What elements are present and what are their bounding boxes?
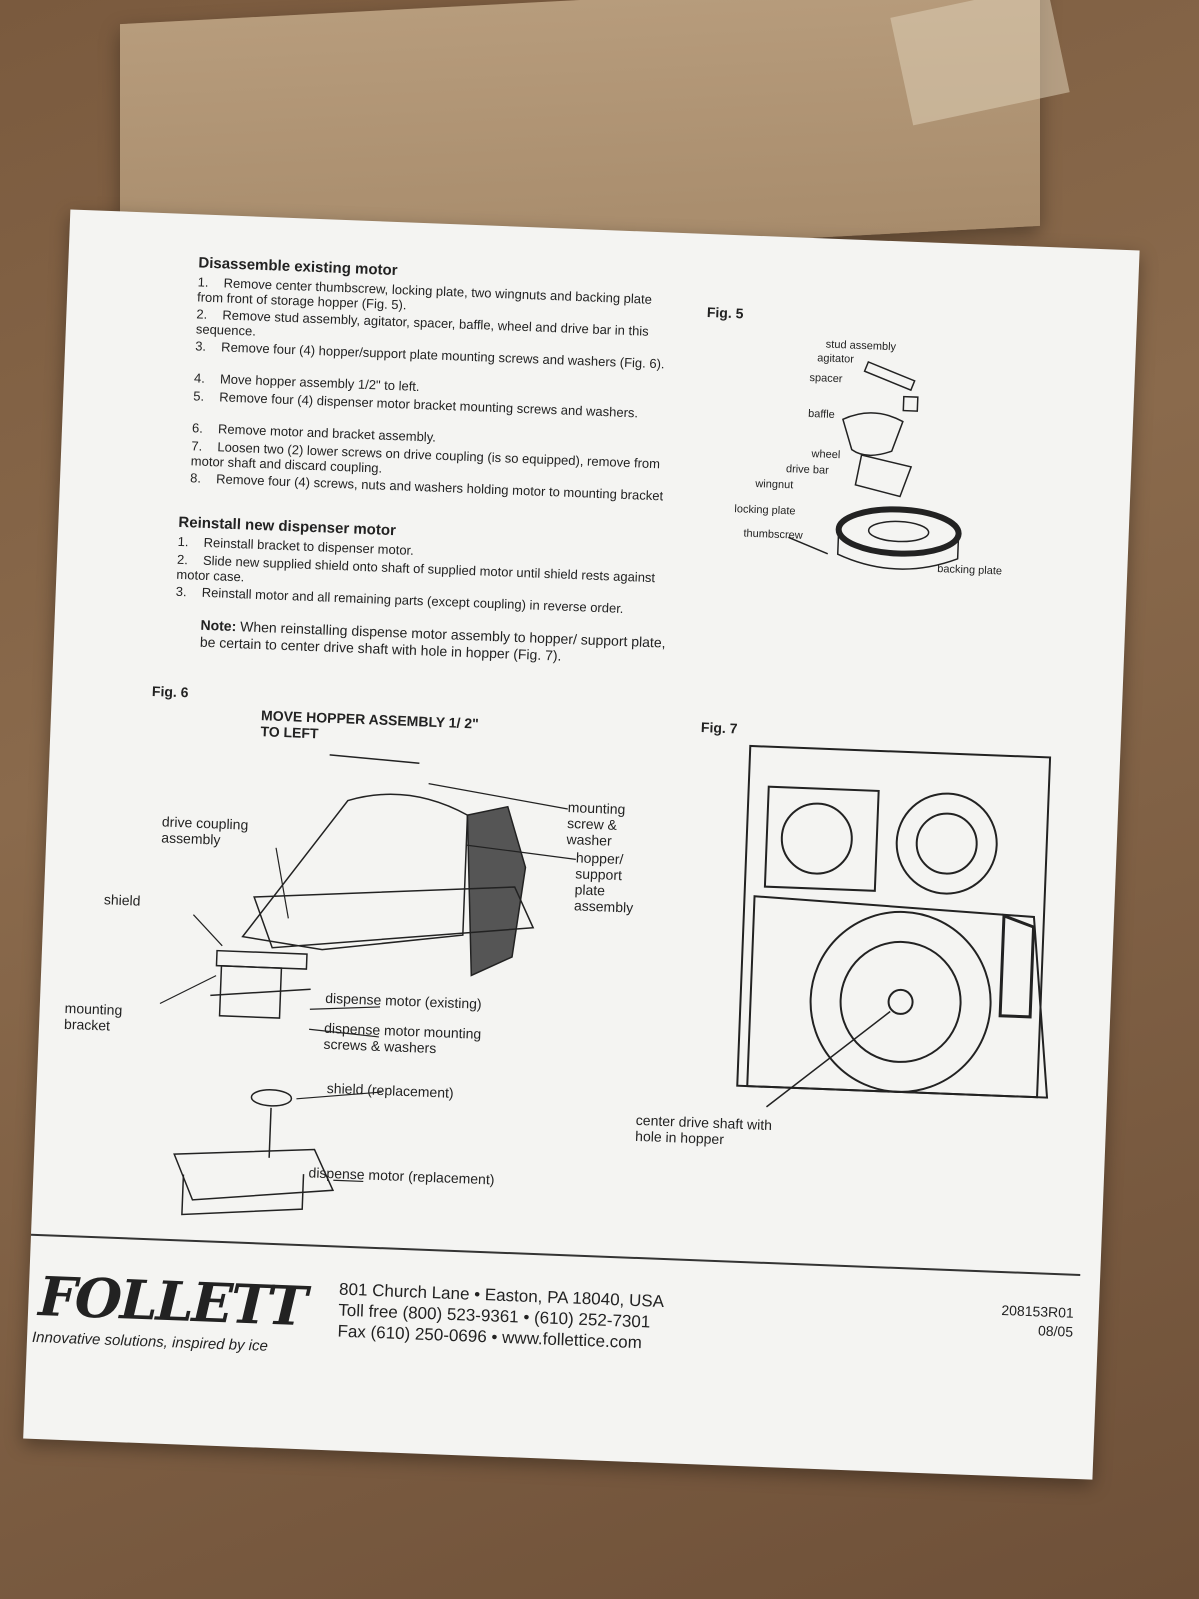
follett-logo: FOLLETT [37,1264,307,1339]
fig5-callout: backing plate [937,563,1003,578]
company-address: 801 Church Lane • Easton, PA 18040, USA … [337,1279,665,1353]
fig6-callout-drive-coupling: drive coupling assembly [161,813,249,848]
fig6-callout-shield: shield [103,891,141,909]
fig5-callout: spacer [809,371,843,386]
fig7-diagram: center drive shaft with hole in hopper [70,209,1139,1147]
fig6-label: Fig. 6 [151,682,189,701]
instruction-sheet: Disassemble existing motor 1.Remove cent… [23,209,1140,1480]
fig5-callout: thumbscrew [743,527,803,542]
fig5-exploded-view [788,360,962,570]
fig6-callout-mounting-bracket: mounting bracket [63,999,123,1034]
fig6-exploded-view [159,754,576,1216]
fig5-callout: locking plate [734,503,796,518]
fig5-callout: wingnut [755,477,794,492]
fig5-callout: wheel [811,448,841,462]
fig6-callout-mounting-screw: mounting screw & washer [566,799,626,849]
fig6-diagram: mounting screw & washer hopper/ support … [64,209,1139,1216]
fig6-callout-hopper-plate: hopper/ support plate assembly [573,849,634,916]
fig5-callout: drive bar [785,463,829,477]
fig5-callout: agitator [817,352,855,366]
document-number: 208153R01 08/05 [1001,1302,1075,1340]
fig5-diagram: stud assembly agitator spacer baffle whe… [70,209,1139,578]
fig7-callout: center drive shaft with hole in hopper [634,1111,773,1148]
fig5-label: Fig. 5 [706,303,744,322]
fig5-callout: baffle [807,407,836,421]
fig7-label: Fig. 7 [700,719,738,737]
fig7-top-view [736,744,1052,1108]
fig6-callout-motor-screws: dispense motor mounting screws & washers [323,1019,482,1057]
reinstall-note: Note: When reinstalling dispense motor a… [199,616,666,664]
packing-tape [890,0,1070,126]
